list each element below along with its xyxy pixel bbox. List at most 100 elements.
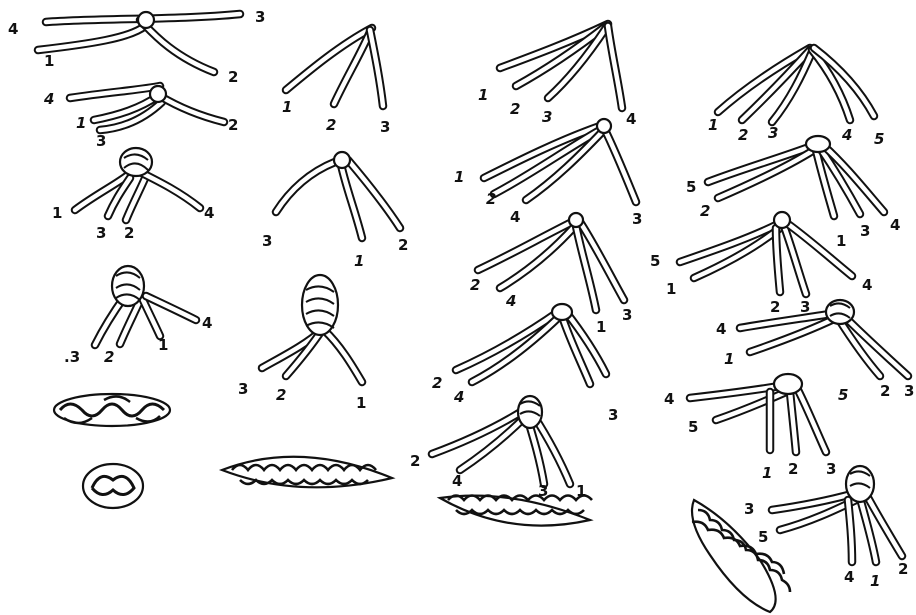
label: 3 <box>380 118 390 136</box>
label: 5 <box>688 418 698 436</box>
label: 3 <box>96 224 106 242</box>
finished-braid <box>222 457 392 488</box>
label: 1 <box>478 86 488 104</box>
label: 4 <box>505 292 516 310</box>
label: 1 <box>44 52 54 70</box>
label: 4 <box>453 388 464 406</box>
column-four-strand: 1 2 3 4 1 2 4 3 <box>410 24 642 526</box>
label: 2 <box>898 560 908 578</box>
label: 5 <box>838 386 848 404</box>
label: 3 <box>632 210 642 228</box>
label: 3 <box>744 500 754 518</box>
label: 1 <box>836 232 846 250</box>
knot <box>334 152 350 168</box>
step-5: 2 4 3 1 <box>410 396 586 500</box>
knot <box>150 86 166 102</box>
column-three-strand-b: 1 2 3 3 1 2 3 2 1 <box>222 28 408 487</box>
label: 5 <box>758 528 768 546</box>
label: 1 <box>870 572 880 590</box>
knot <box>774 212 790 228</box>
label: .3 <box>64 348 80 366</box>
label: 4 <box>664 390 674 408</box>
label: 1 <box>356 394 366 412</box>
knot <box>569 213 583 227</box>
label: 2 <box>788 460 798 478</box>
step-2: 4 1 3 2 <box>43 86 238 150</box>
label: 3 <box>542 108 552 126</box>
pretzel <box>83 464 143 508</box>
step-1: 1 2 3 <box>282 28 390 136</box>
braid-head <box>552 304 572 320</box>
step-1: 1 2 3 4 <box>478 24 636 128</box>
label: 4 <box>841 126 852 144</box>
step-3: 1 3 2 4 <box>52 148 214 242</box>
label: 4 <box>716 320 726 338</box>
column-three-strand: 4 3 1 2 4 1 3 2 <box>8 8 265 508</box>
label: 4 <box>43 90 54 108</box>
label: 2 <box>104 348 114 366</box>
label: 2 <box>326 116 336 134</box>
step-2: 3 1 2 <box>262 152 408 270</box>
label: 1 <box>596 318 606 336</box>
label: 3 <box>768 124 778 142</box>
strand <box>140 172 200 208</box>
label: 4 <box>862 276 872 294</box>
label: 1 <box>762 464 772 482</box>
label: 1 <box>354 252 364 270</box>
label: 4 <box>8 20 18 38</box>
label: 2 <box>228 116 238 134</box>
label: 4 <box>204 204 214 222</box>
braid-head <box>120 148 152 176</box>
label: 1 <box>52 204 62 222</box>
strand <box>604 128 636 202</box>
step-1: 1 2 3 4 5 <box>708 48 884 148</box>
knot <box>597 119 611 133</box>
label: 2 <box>770 298 780 316</box>
knot <box>806 136 830 152</box>
step-2: 1 2 4 3 <box>454 119 642 228</box>
label: 3 <box>622 306 632 324</box>
knot <box>138 12 154 28</box>
braid-body <box>692 500 776 612</box>
label: 2 <box>398 236 408 254</box>
strand <box>798 390 826 452</box>
label: 2 <box>510 100 520 118</box>
step-6: 3 5 4 1 2 <box>744 466 908 590</box>
label: 3 <box>826 460 836 478</box>
label: 3 <box>255 8 265 26</box>
label: 3 <box>238 380 248 398</box>
label: 4 <box>510 208 520 226</box>
label: 1 <box>76 114 86 132</box>
column-five-strand: 1 2 3 4 5 5 2 1 3 4 <box>650 48 914 612</box>
label: 1 <box>724 350 734 368</box>
step-3: 2 4 3 <box>470 213 632 324</box>
label: 2 <box>738 126 748 144</box>
label: 5 <box>874 130 884 148</box>
finished-braid <box>692 500 790 612</box>
label: 1 <box>282 98 292 116</box>
step-4: .3 2 1 4 <box>64 266 212 366</box>
label: 3 <box>608 406 618 424</box>
label: 2 <box>880 382 890 400</box>
label: 2 <box>276 386 286 404</box>
label: 4 <box>844 568 854 586</box>
label: 1 <box>666 280 676 298</box>
step-1: 4 3 1 2 <box>8 8 265 86</box>
label: 4 <box>452 472 462 490</box>
label: 2 <box>700 202 710 220</box>
strand <box>276 162 335 212</box>
step-5: 4 5 1 2 3 <box>664 374 836 482</box>
label: 1 <box>708 116 718 134</box>
strand <box>140 20 214 72</box>
label: 4 <box>202 314 212 332</box>
label: 3 <box>96 132 106 150</box>
label: 1 <box>158 336 168 354</box>
label: 5 <box>686 178 696 196</box>
strand <box>608 26 622 108</box>
label: 1 <box>454 168 464 186</box>
step-3: 3 2 1 <box>238 275 366 412</box>
label: 4 <box>626 110 636 128</box>
label: 2 <box>228 68 238 86</box>
label: 4 <box>890 216 900 234</box>
